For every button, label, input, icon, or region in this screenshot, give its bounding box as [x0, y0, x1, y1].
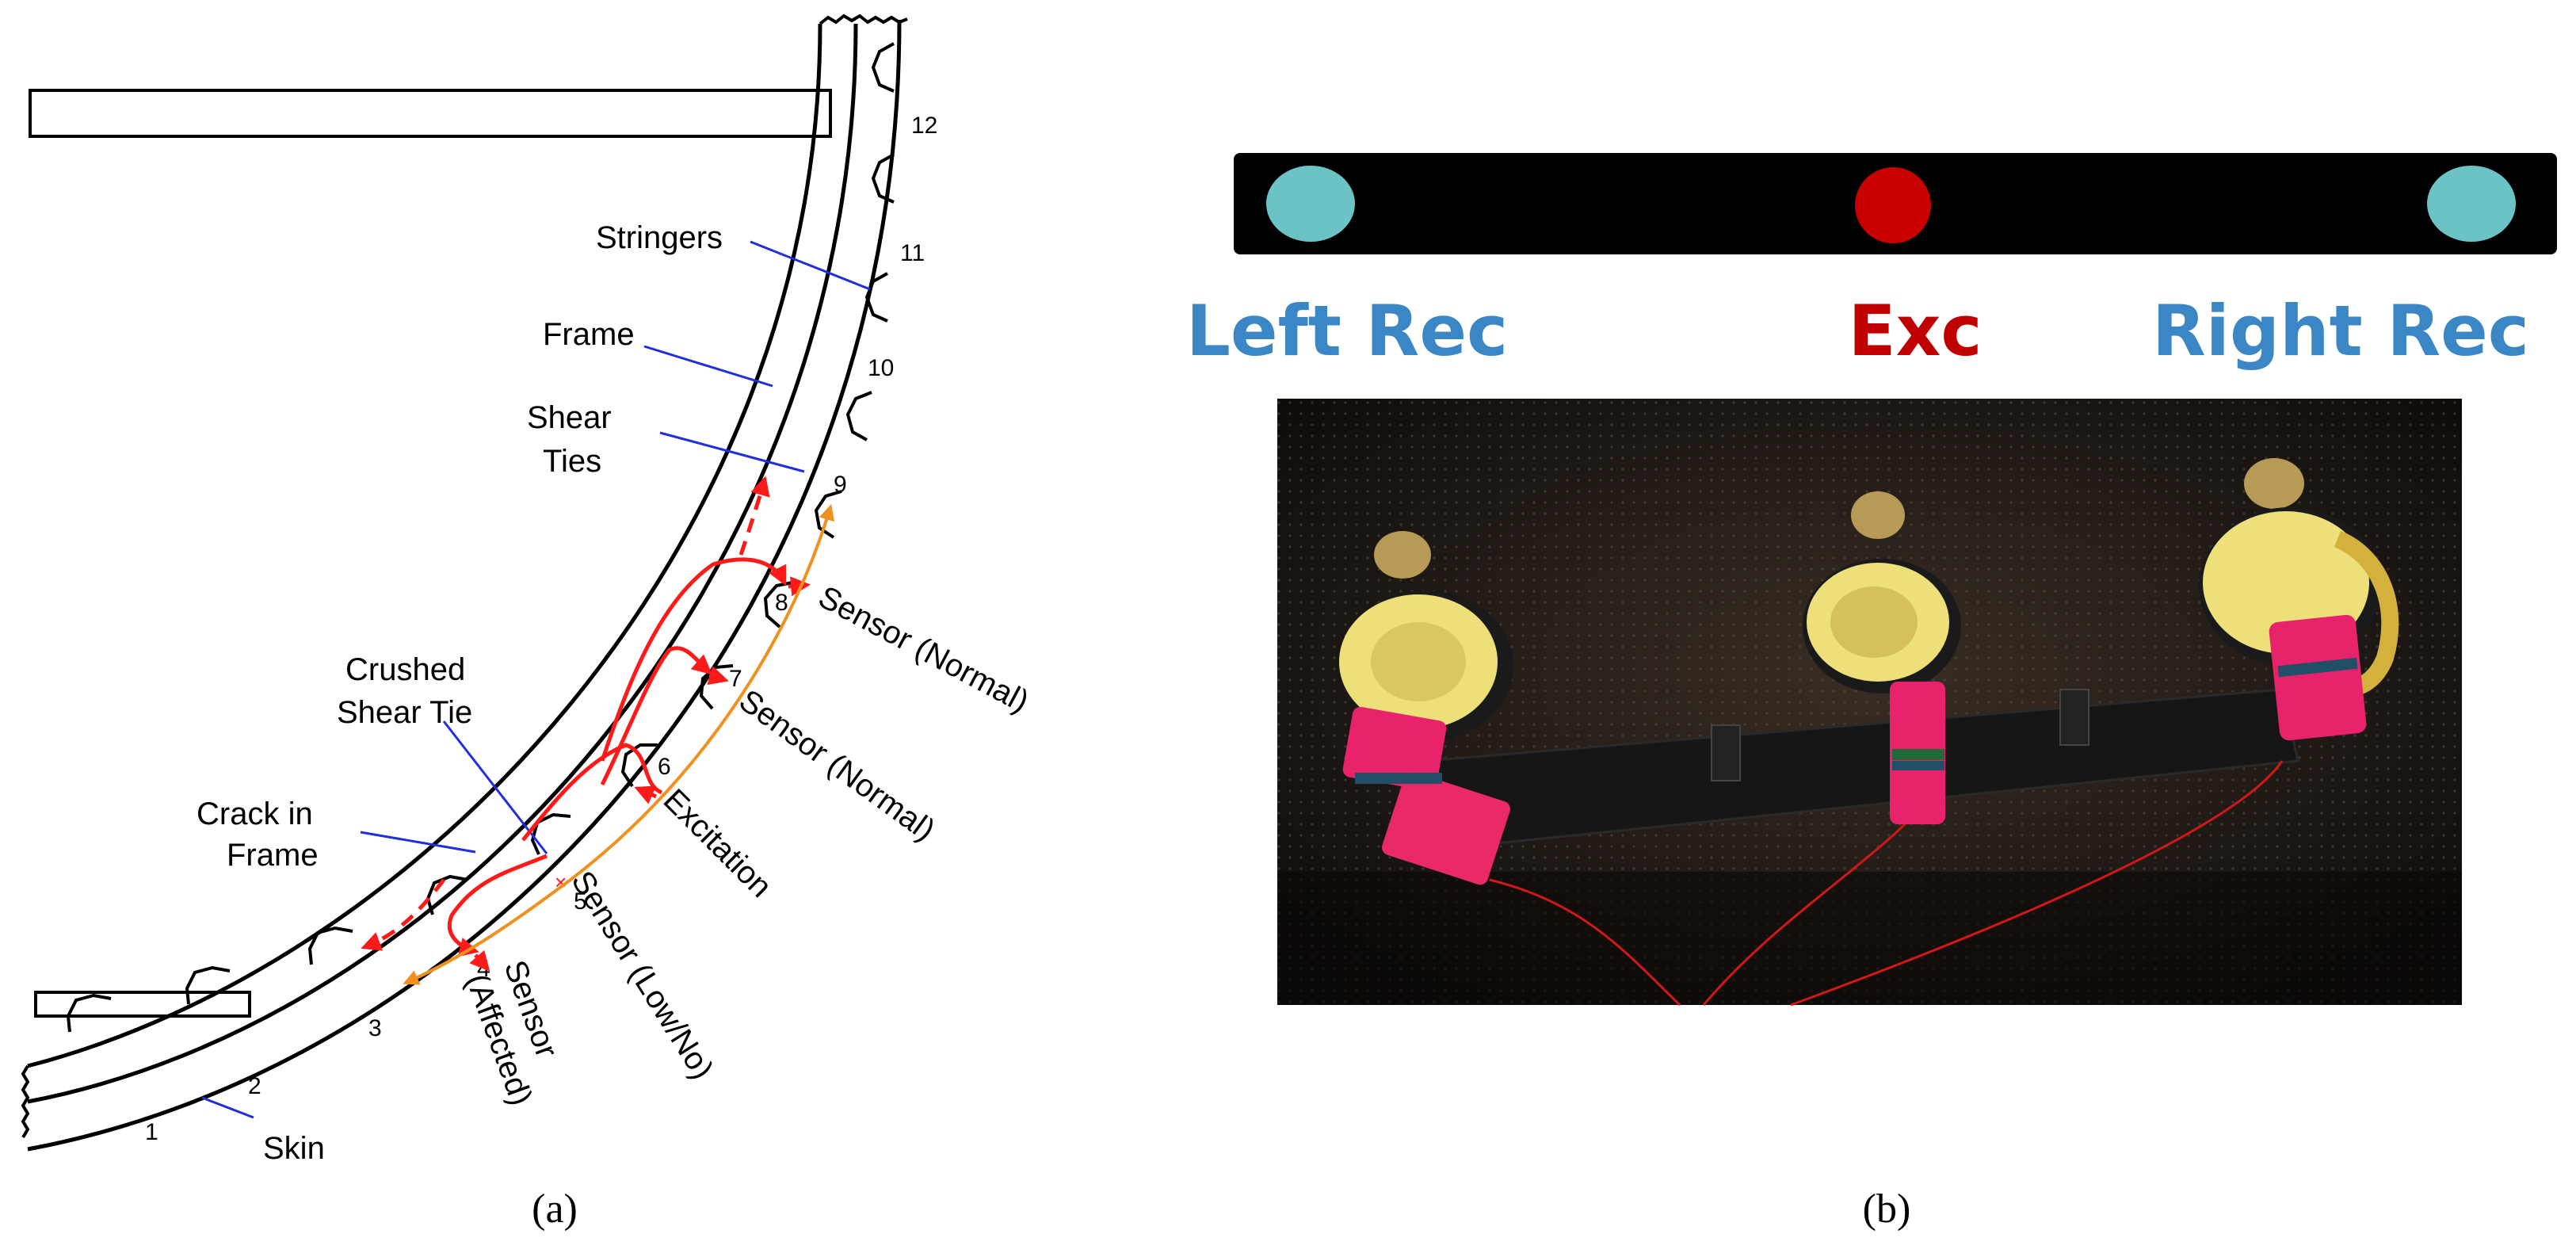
stringer-number-8: 8 — [775, 590, 788, 616]
crushed-tie-leader — [442, 720, 548, 854]
stringers-leader — [750, 240, 871, 291]
wave-path-to-4 — [447, 854, 548, 957]
stringers-label: Stringers — [596, 220, 723, 255]
shear-ties-leader — [659, 431, 805, 473]
frame-label: Frame — [543, 317, 635, 352]
stringer-2 — [307, 926, 353, 965]
right-rec-label: Right Rec — [2152, 290, 2529, 372]
photo-beam-clip-right — [2059, 689, 2089, 746]
stringer-number-10: 10 — [868, 355, 894, 381]
left-rec-label: Left Rec — [1186, 290, 1508, 372]
stringer-1 — [66, 993, 112, 1033]
frame-leader — [643, 345, 773, 388]
panel-b: Left Rec Exc Right Rec — [1186, 153, 2557, 1232]
photo-lower-shadow — [1277, 872, 2462, 1005]
panel-a-labels: Stringers Frame Shear Ties Crushed Shear… — [197, 220, 1034, 1166]
stringer-number-7: 7 — [729, 666, 742, 692]
exc-label: Exc — [1848, 290, 1982, 372]
excitation-label: Excitation — [657, 782, 779, 904]
stringer-6 — [699, 664, 734, 710]
exciter-dot — [1855, 167, 1931, 243]
stringer-number-1: 1 — [145, 1119, 158, 1145]
crack-in-frame-label-2: Frame — [227, 838, 319, 873]
crack-in-frame-label-1: Crack in — [197, 797, 313, 831]
frame-break-bottom — [21, 1064, 30, 1139]
sensor-8-arrow — [788, 576, 811, 597]
frame-outer-curve — [27, 23, 822, 1068]
lower-floor-beam — [34, 991, 251, 1018]
stringer-number-2: 2 — [248, 1073, 261, 1099]
stringer-5 — [620, 743, 658, 788]
shear-ties-label-1: Shear — [527, 400, 612, 435]
shear-ties-label-2: Ties — [543, 444, 601, 479]
sensor-low-label: Sensor (Low/No) — [564, 865, 719, 1085]
photo-red-wire-3 — [1790, 760, 2284, 1007]
stringer-9 — [845, 391, 872, 441]
skin-label: Skin — [263, 1131, 325, 1166]
frame-break-top — [819, 13, 908, 25]
stringer-number-3: 3 — [368, 1015, 382, 1041]
skin-leader — [201, 1096, 254, 1119]
right-receiver-dot — [2427, 166, 2516, 242]
stringer-number-6: 6 — [658, 754, 671, 780]
photo-right-sensor — [2199, 458, 2399, 741]
stringer-12 — [871, 42, 895, 93]
photo-left-sensor — [1339, 531, 1513, 885]
stringer-number-9: 9 — [834, 472, 847, 498]
stringer-number-11: 11 — [900, 240, 925, 266]
left-receiver-dot — [1266, 166, 1355, 242]
upper-floor-beam — [29, 89, 832, 138]
stringer-10 — [864, 272, 888, 323]
wave-path-to-8 — [600, 557, 787, 762]
crack-leader — [360, 831, 476, 854]
photo-center-sensor — [1803, 491, 1961, 824]
stringer-number-12: 12 — [911, 113, 937, 139]
sensor-photo — [1277, 399, 2462, 1007]
frame-inner-curve — [27, 23, 858, 1104]
sensor-normal-8-label: Sensor (Normal) — [813, 579, 1035, 720]
photo-beam-clip-left — [1711, 724, 1741, 781]
photo-red-wire-1 — [1489, 878, 1681, 1007]
excitation-arrow — [634, 785, 657, 804]
crushed-shear-tie-label-2: Shear Tie — [337, 695, 472, 730]
panel-a-caption: (a) — [532, 1186, 578, 1232]
panel-b-caption: (b) — [1863, 1186, 1911, 1232]
stringer-2b — [185, 965, 231, 1005]
crushed-shear-tie-label-1: Crushed — [345, 652, 465, 687]
stringer-11 — [871, 153, 895, 204]
sensor-normal-7-label: Sensor (Normal) — [733, 683, 941, 848]
panel-a-diagram: 1 2 3 4 5 6 7 8 9 10 11 12 — [21, 13, 1034, 1232]
sensor-7-arrow — [707, 666, 729, 686]
skin-wave-path — [403, 504, 834, 985]
